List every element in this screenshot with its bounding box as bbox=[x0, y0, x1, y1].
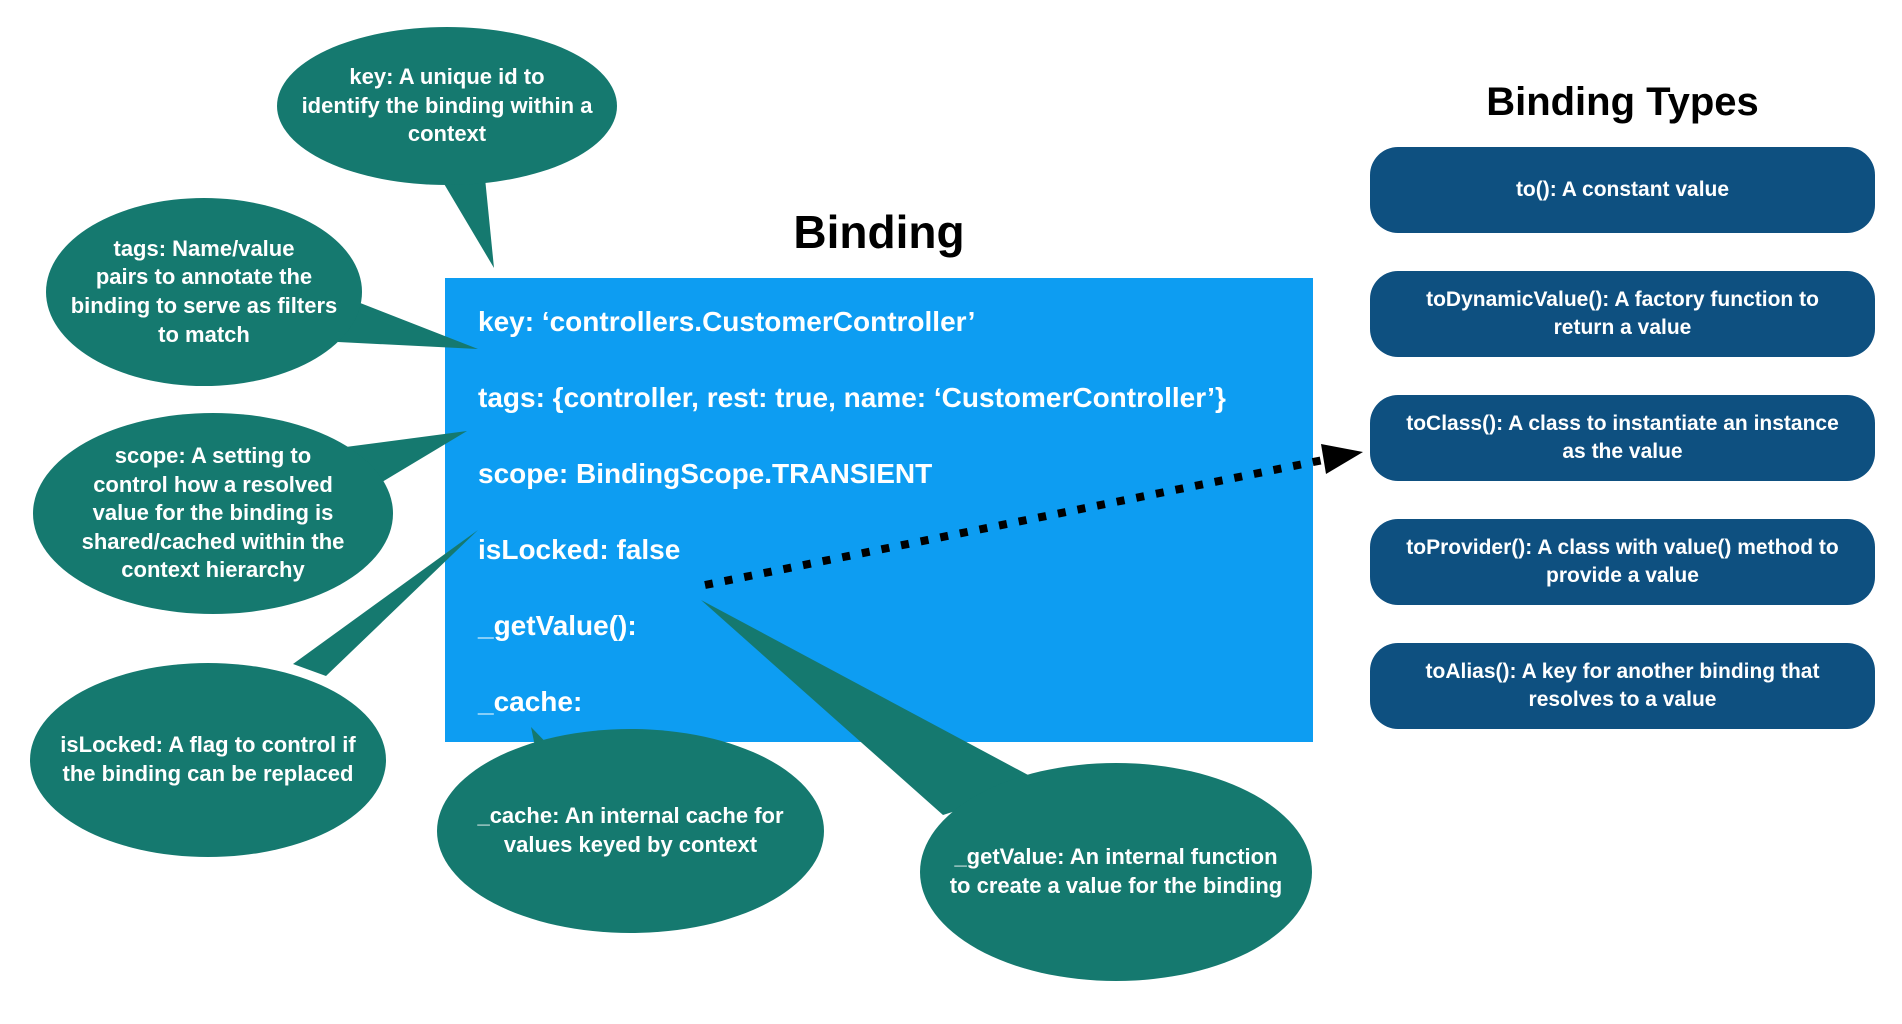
binding-type-toprovider: toProvider(): A class with value() metho… bbox=[1370, 519, 1875, 605]
callout-key: key: A unique id to identify the binding… bbox=[277, 27, 617, 185]
binding-type-todynamic: toDynamicValue(): A factory function to … bbox=[1370, 271, 1875, 357]
binding-type-toalias: toAlias(): A key for another binding tha… bbox=[1370, 643, 1875, 729]
binding-field-getvalue: _getValue(): bbox=[478, 610, 637, 641]
binding-field-key: key: ‘controllers.CustomerController’ bbox=[478, 306, 976, 337]
callout-cache: _cache: An internal cache for values key… bbox=[437, 729, 824, 933]
binding-type-toclass: toClass(): A class to instantiate an ins… bbox=[1370, 395, 1875, 481]
dotted-arrow-head bbox=[1321, 444, 1363, 474]
binding-field-islocked: isLocked: false bbox=[478, 534, 681, 565]
callout-getvalue: _getValue: An internal function to creat… bbox=[920, 763, 1312, 981]
callout-tags: tags: Name/value pairs to annotate the b… bbox=[46, 198, 362, 386]
binding-type-to: to(): A constant value bbox=[1370, 147, 1875, 233]
binding-title: Binding bbox=[793, 206, 965, 258]
callout-islocked: isLocked: A flag to control if the bindi… bbox=[30, 663, 386, 857]
binding-field-cache: _cache: bbox=[478, 686, 583, 717]
callout-scope: scope: A setting to control how a resolv… bbox=[33, 413, 393, 614]
binding-types-title: Binding Types bbox=[1486, 80, 1759, 124]
binding-field-tags: tags: {controller, rest: true, name: ‘Cu… bbox=[478, 382, 1226, 413]
binding-field-list: key: ‘controllers.CustomerController’ ta… bbox=[445, 278, 1313, 740]
binding-box: key: ‘controllers.CustomerController’ ta… bbox=[445, 278, 1313, 742]
binding-field-scope: scope: BindingScope.TRANSIENT bbox=[478, 458, 933, 489]
